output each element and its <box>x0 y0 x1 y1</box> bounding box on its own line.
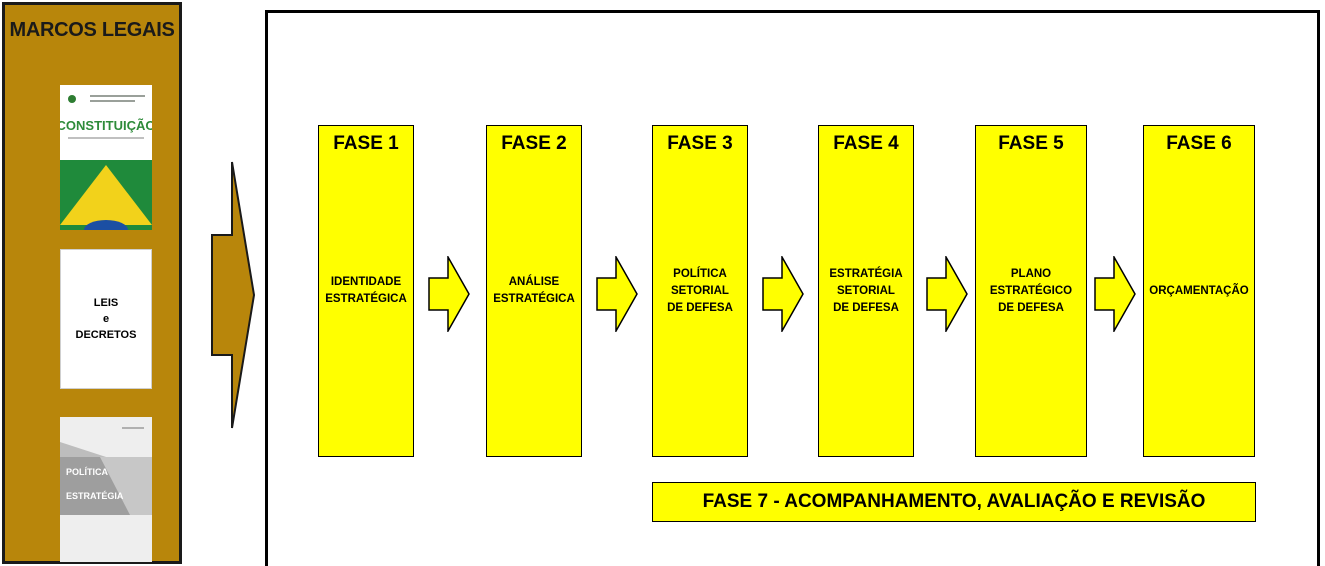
phase-3-title: FASE 3 <box>653 133 747 155</box>
phase-arrow-2-to-3 <box>596 256 638 332</box>
phase-1-title: FASE 1 <box>319 133 413 155</box>
phase-6-box: FASE 6 ORÇAMENTAÇÃO <box>1143 125 1255 457</box>
phase-7-box: FASE 7 - ACOMPANHAMENTO, AVALIAÇÃO E REV… <box>652 482 1256 522</box>
phase-4-title: FASE 4 <box>819 133 913 155</box>
phase-arrow-4-to-5 <box>926 256 968 332</box>
phase-arrow-1-to-2 <box>428 256 470 332</box>
leis-label: LEIS <box>94 295 118 311</box>
marcos-legais-title: MARCOS LEGAIS <box>5 19 179 42</box>
politica-cover-graphic: POLÍTICA ESTRATÉGIA <box>60 417 152 562</box>
phase-5-label: PLANO ESTRATÉGICO DE DEFESA <box>976 246 1086 336</box>
phase-arrow-3-to-4 <box>762 256 804 332</box>
constituicao-title: CONSTITUIÇÃO <box>60 118 152 133</box>
phase-1-label: IDENTIDADE ESTRATÉGICA <box>319 246 413 336</box>
phase-4-box: FASE 4 ESTRATÉGIA SETORIAL DE DEFESA <box>818 125 914 457</box>
leis-decretos-document: LEIS e DECRETOS <box>60 249 152 389</box>
phase-5-title: FASE 5 <box>976 133 1086 155</box>
decretos-label: DECRETOS <box>76 327 137 343</box>
phase-3-label: POLÍTICA SETORIAL DE DEFESA <box>653 246 747 336</box>
constituicao-cover-graphic: CONSTITUIÇÃO <box>60 85 152 230</box>
phase-arrow-5-to-6 <box>1094 256 1136 332</box>
phase-6-label: ORÇAMENTAÇÃO <box>1144 246 1254 336</box>
marcos-legais-panel: MARCOS LEGAIS CONSTITUIÇÃO LEIS e DECRET… <box>2 2 182 564</box>
politica-label: POLÍTICA <box>66 467 108 477</box>
phase-1-box: FASE 1 IDENTIDADE ESTRATÉGICA <box>318 125 414 457</box>
phase-2-title: FASE 2 <box>487 133 581 155</box>
phase-2-label: ANÁLISE ESTRATÉGICA <box>487 246 581 336</box>
constituicao-document: CONSTITUIÇÃO <box>60 85 152 230</box>
phase-2-box: FASE 2 ANÁLISE ESTRATÉGICA <box>486 125 582 457</box>
politica-estrategia-document: POLÍTICA ESTRATÉGIA <box>60 417 152 562</box>
phase-6-title: FASE 6 <box>1144 133 1254 155</box>
phase-3-box: FASE 3 POLÍTICA SETORIAL DE DEFESA <box>652 125 748 457</box>
e-label: e <box>103 311 109 327</box>
phase-4-label: ESTRATÉGIA SETORIAL DE DEFESA <box>819 246 913 336</box>
big-right-arrow <box>210 160 256 430</box>
phase-5-box: FASE 5 PLANO ESTRATÉGICO DE DEFESA <box>975 125 1087 457</box>
estrategia-label: ESTRATÉGIA <box>66 491 124 501</box>
